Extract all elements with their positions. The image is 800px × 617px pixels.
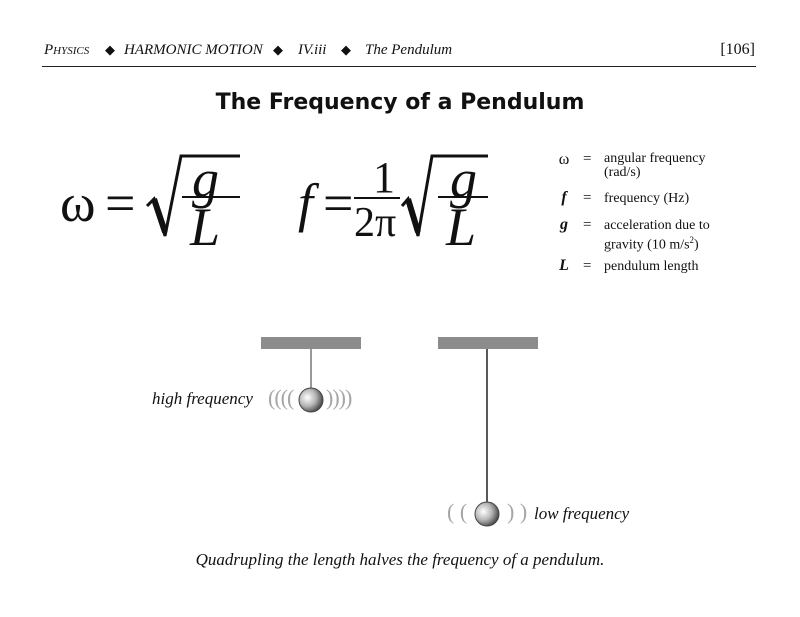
legend-symbol-g: g	[560, 216, 568, 233]
header-separator: ◆	[273, 42, 283, 57]
formula-f-symbol: f	[298, 173, 314, 233]
legend-definition-f: frequency (Hz)	[604, 191, 690, 206]
formula-frequency: f = 1 2π g L	[290, 150, 510, 254]
formula-denominator-l: L	[190, 197, 221, 257]
fraction-bar	[182, 196, 240, 198]
legend-definition-l: pendulum length	[604, 259, 699, 274]
long-pendulum-left-waves: ( (	[447, 499, 468, 524]
square-root-sign	[400, 154, 488, 237]
formula-angular-frequency: ω = g L	[60, 150, 260, 254]
legend-symbol-l: L	[559, 257, 569, 274]
header-separator: ◆	[105, 42, 115, 57]
formula-coefficient-numerator: 1	[373, 153, 395, 202]
square-root-sign	[145, 154, 240, 237]
long-pendulum-support-bar	[438, 337, 538, 349]
legend-equals: =	[583, 217, 592, 233]
fraction-bar	[354, 197, 400, 199]
short-pendulum-right-waves: ))))	[326, 385, 352, 410]
legend-equals: =	[583, 190, 592, 206]
legend-symbol-omega: ω	[558, 151, 570, 168]
header-topic: The Pendulum	[365, 42, 453, 58]
legend-definition-omega: angular frequency (rad/s)	[604, 151, 706, 180]
long-pendulum-bob	[474, 501, 500, 527]
short-pendulum-left-waves: ((((	[268, 385, 294, 410]
formula-omega-symbol: ω	[60, 173, 96, 233]
legend-definition-g-text: acceleration due to gravity (10 m/s	[604, 218, 710, 253]
page-title: The Frequency of a Pendulum	[215, 90, 585, 115]
figure-caption: Quadrupling the length halves the freque…	[195, 550, 605, 569]
formula-equals-sign: =	[323, 173, 354, 233]
header-subject: Physics	[44, 42, 90, 58]
legend-equals: =	[583, 258, 592, 274]
low-frequency-label: low frequency	[534, 504, 630, 523]
long-pendulum-right-waves: ) )	[507, 499, 528, 524]
page-number: [106]	[720, 41, 755, 58]
header-separator: ◆	[341, 42, 351, 57]
formula-coefficient-denominator: 2π	[354, 200, 397, 246]
header-chapter: HARMONIC MOTION	[124, 42, 263, 58]
short-pendulum-bob	[298, 387, 324, 413]
fraction-bar	[438, 196, 488, 198]
formula-denominator-l: L	[446, 197, 477, 257]
header-rule	[42, 66, 756, 67]
high-frequency-label: high frequency	[152, 389, 253, 408]
legend-symbol-f: f	[561, 189, 567, 206]
short-pendulum-support-bar	[261, 337, 361, 349]
legend-definition-g-end: )	[694, 237, 699, 253]
formula-equals-sign: =	[105, 173, 136, 233]
header-section: IV.iii	[298, 42, 327, 58]
legend-definition-g: acceleration due to gravity (10 m/s2)	[604, 219, 744, 253]
legend-equals: =	[583, 151, 592, 167]
legend-definition-g-superscript: 2	[689, 235, 695, 245]
